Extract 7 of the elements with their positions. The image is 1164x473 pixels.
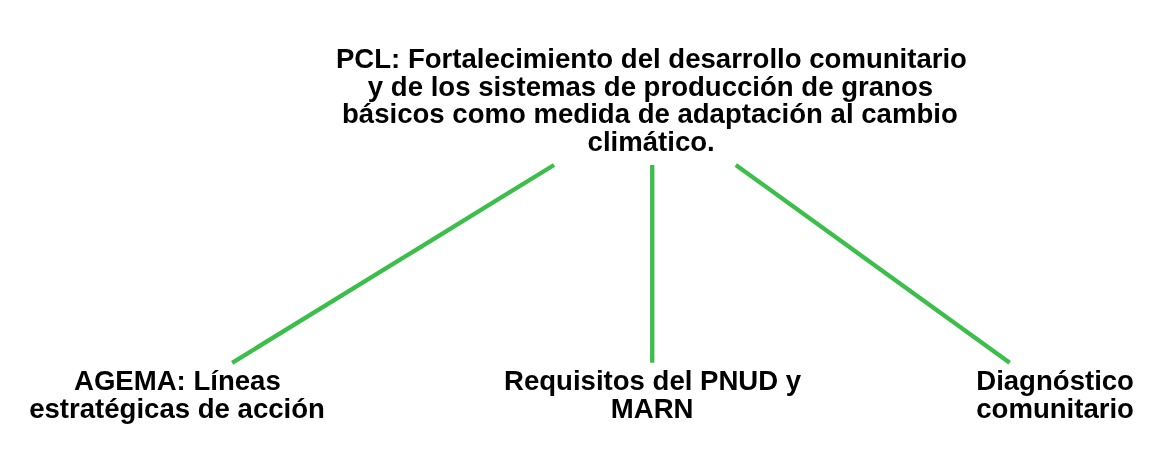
connector [231,163,556,365]
node-text: AGEMA: Líneas estratégicas de acción [29,365,325,424]
node-text: Requisitos del PNUD y MARN [504,365,802,424]
connector [734,163,1011,365]
connector [650,165,655,363]
node-text: PCL: Fortalecimiento del desarrollo comunitario y de los sistemas de producción de granos básicos como medida de adaptación al cambio climático. [335,43,967,157]
node-text: Diagnóstico comunitario [976,365,1134,424]
